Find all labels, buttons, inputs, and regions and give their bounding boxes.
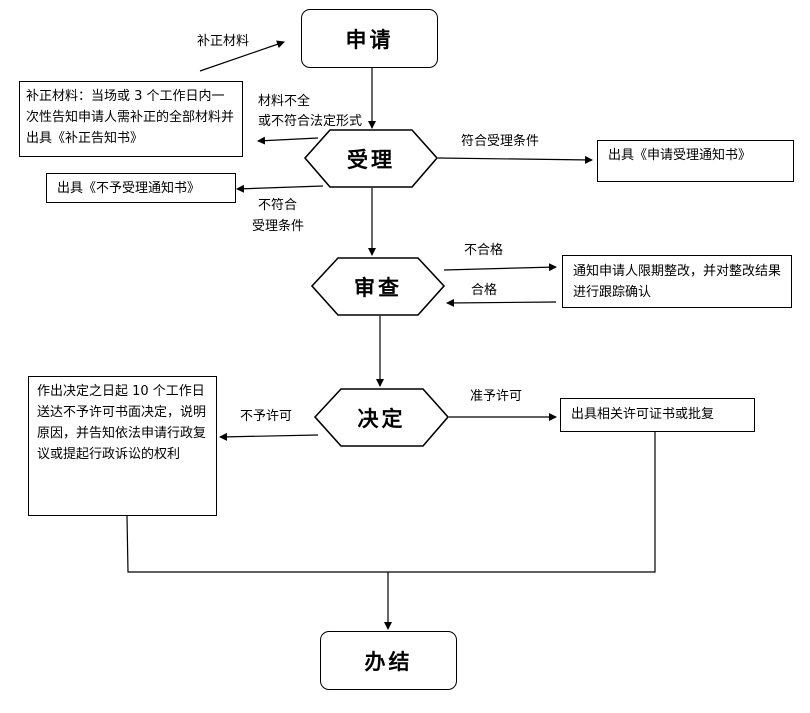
label-not-meet-2: 受理条件: [252, 219, 305, 234]
apply-node: 申请: [301, 9, 438, 68]
arrow-supplement: [199, 40, 285, 72]
label-qualified: 合格: [471, 283, 498, 298]
rectify-notice-box: 通知申请人限期整改，并对整改结果进行跟踪确认: [562, 255, 792, 308]
not-accepted-notice-box: 出具《不予受理通知书》: [46, 173, 236, 203]
accept-hexagon: [303, 129, 439, 188]
decide-node-label: 决定: [357, 405, 406, 431]
review-node-label: 审查: [354, 274, 402, 300]
arrow-deny: [219, 432, 319, 441]
label-incomplete-2: 或不符合法定形式: [258, 114, 363, 129]
deny-decision-box: 作出决定之日起 10 个工作日送达不予许可书面决定，说明原因，并告知依法申请行政…: [28, 376, 217, 516]
finish-node: 办结: [320, 631, 457, 690]
arrow-unqualified: [443, 263, 557, 272]
label-approve: 准予许可: [470, 389, 523, 404]
label-supplement: 补正材料: [197, 34, 250, 49]
arrow-qualified: [446, 298, 557, 307]
supplement-note-box: 补正材料：当场或 3 个工作日内一次性告知申请人需补正的全部材料并出具《补正告知…: [19, 81, 243, 157]
merge-line: [126, 432, 656, 573]
arrow-incomplete: [257, 136, 319, 145]
accepted-notice-box: 出具《申请受理通知书》: [597, 140, 794, 182]
label-meets-conditions: 符合受理条件: [461, 134, 540, 149]
arrow-meets-conditions: [437, 155, 593, 164]
arrow-not-meet: [236, 184, 324, 193]
label-unqualified: 不合格: [464, 243, 504, 258]
decide-hexagon: [313, 388, 450, 447]
label-incomplete-1: 材料不全: [258, 94, 311, 109]
accept-node-label: 受理: [347, 146, 395, 172]
label-not-meet-1: 不符合: [258, 198, 298, 213]
approve-issue-box: 出具相关许可证书或批复: [560, 398, 755, 432]
label-deny: 不予许可: [240, 409, 293, 424]
review-hexagon: [310, 257, 446, 316]
